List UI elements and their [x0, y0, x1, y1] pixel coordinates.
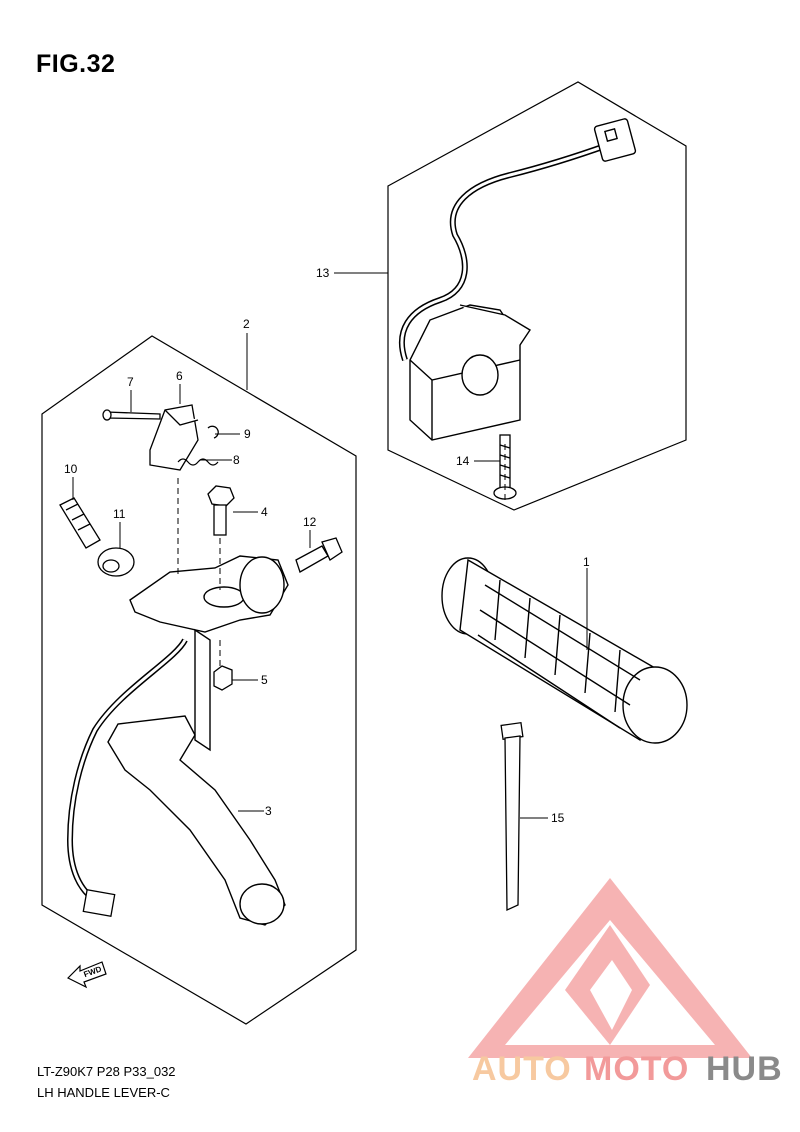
lever-bracket-part: [129, 555, 289, 752]
callout-11: 11: [113, 507, 126, 521]
callout-numbers: 1 2 3 4 5 6 7 8 9 10 11 12 13 14 15: [64, 266, 590, 825]
switch-wire-part: [66, 638, 188, 918]
callout-15: 15: [551, 811, 565, 825]
spring-part: [177, 458, 219, 466]
callout-1: 1: [583, 555, 590, 569]
assembly-center-lines: [177, 440, 506, 668]
clamp-bolt-part: [295, 537, 343, 573]
adjuster-bolt-part: [59, 497, 101, 549]
section-title: LH HANDLE LEVER-C: [37, 1085, 170, 1100]
pin-part: [102, 409, 161, 421]
callout-14: 14: [456, 454, 470, 468]
nut-part: [213, 665, 233, 691]
switch-assembly-boundary: [387, 81, 687, 511]
callout-3: 3: [265, 804, 272, 818]
callout-5: 5: [261, 673, 268, 687]
clutch-lever-part: [107, 715, 286, 926]
handlebar-switch-part: [398, 118, 637, 441]
pivot-bolt-part: [207, 485, 235, 536]
watermark-logo: AUTO MOTO HUB: [468, 878, 783, 1088]
watermark-text-moto: MOTO: [584, 1050, 689, 1088]
model-code: LT-Z90K7 P28 P33_032: [37, 1064, 176, 1079]
watermark-text-auto: AUTO: [472, 1050, 572, 1088]
callout-6: 6: [176, 369, 183, 383]
callout-7: 7: [127, 375, 134, 389]
callout-12: 12: [303, 515, 317, 529]
callout-9: 9: [244, 427, 251, 441]
grip-part: [441, 557, 688, 744]
clip-part: [207, 425, 219, 439]
callout-10: 10: [64, 462, 78, 476]
callout-4: 4: [261, 505, 268, 519]
clutch-switch-part: [149, 404, 199, 471]
forward-direction-marker: FWD: [66, 961, 107, 989]
lever-assembly-boundary: [41, 335, 357, 1025]
callout-13: 13: [316, 266, 330, 280]
callout-leaders: [72, 272, 588, 819]
figure-title: FIG.32: [36, 50, 116, 78]
watermark-text-hub: HUB: [706, 1050, 783, 1088]
cable-tie-part: [500, 721, 524, 912]
callout-2: 2: [243, 317, 250, 331]
callout-8: 8: [233, 453, 240, 467]
adjuster-nut-part: [97, 547, 135, 577]
